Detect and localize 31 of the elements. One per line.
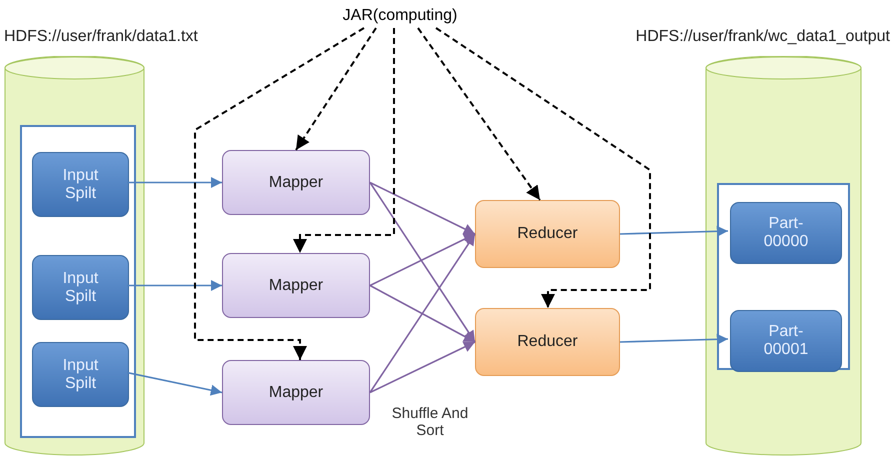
- dashed-arrow: [417, 27, 541, 201]
- arrow: [369, 234, 476, 393]
- arrow: [127, 176, 222, 188]
- process-box: Reducer: [475, 200, 620, 268]
- node-label: JAR(computing): [340, 4, 460, 28]
- process-box: Part- 00001: [730, 310, 842, 372]
- process-box: Input Spilt: [32, 342, 129, 407]
- process-box: Reducer: [475, 308, 620, 376]
- process-box: Part- 00000: [730, 202, 842, 264]
- process-box: Input Spilt: [32, 255, 129, 320]
- process-box: Input Spilt: [32, 152, 129, 217]
- arrow: [370, 341, 476, 394]
- process-box: Mapper: [222, 360, 370, 425]
- arrow: [370, 284, 476, 343]
- note-text: Shuffle And Sort: [390, 405, 470, 439]
- arrow: [370, 182, 476, 235]
- group-frame: [717, 183, 850, 370]
- group-frame: [20, 125, 136, 438]
- arrow: [370, 233, 476, 286]
- path-label: HDFS://user/frank/data1.txt: [4, 28, 198, 46]
- dashed-arrow: [435, 27, 651, 308]
- arrow: [127, 280, 222, 292]
- process-box: Mapper: [222, 150, 370, 215]
- dashed-arrow: [293, 28, 395, 253]
- arrow: [369, 182, 476, 342]
- dashed-arrow: [295, 27, 377, 151]
- arrow: [620, 226, 728, 237]
- process-box: Mapper: [222, 253, 370, 318]
- path-label: HDFS://user/frank/wc_data1_output: [636, 28, 890, 46]
- dashed-arrow: [194, 27, 365, 360]
- arrow: [620, 334, 728, 345]
